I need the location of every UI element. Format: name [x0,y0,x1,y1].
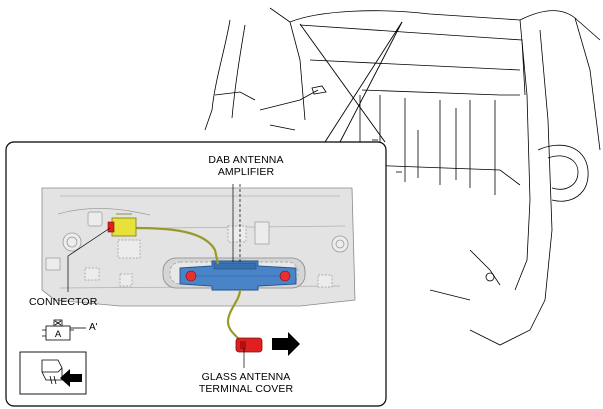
connector-label: CONNECTOR [29,296,98,308]
push-arrow-icon [272,332,300,356]
dab-antenna-amplifier-label-line-2: AMPLIFIER [217,166,275,178]
connector-symbol-icon [42,319,86,341]
dab-antenna-amplifier-label: DAB ANTENNA AMPLIFIER [196,154,296,178]
liftgate-inner-panel [41,187,356,307]
callout-arrow-icon [60,369,82,387]
dab-antenna-amplifier [179,260,297,291]
connector-symbol-letter: A [55,329,62,340]
antenna-wiring [135,226,243,343]
glass-antenna-terminal-cover-label: GLASS ANTENNA TERMINAL COVER [194,371,298,395]
connector-body [107,213,137,237]
view-direction-icon [19,351,87,395]
amplifier-leader-lines [232,184,241,262]
connector-symbol-mark: A' [89,322,98,333]
label-leader-lines [67,227,245,368]
glass-antenna-terminal-cover-label-line-2: TERMINAL COVER [198,383,294,395]
glass-antenna-terminal-cover [235,337,263,353]
dab-antenna-amplifier-label-line-1: DAB ANTENNA [208,154,284,166]
glass-antenna-terminal-cover-label-line-1: GLASS ANTENNA [201,371,291,383]
callout-leader [299,21,403,143]
vehicle-rear-view [204,7,601,346]
